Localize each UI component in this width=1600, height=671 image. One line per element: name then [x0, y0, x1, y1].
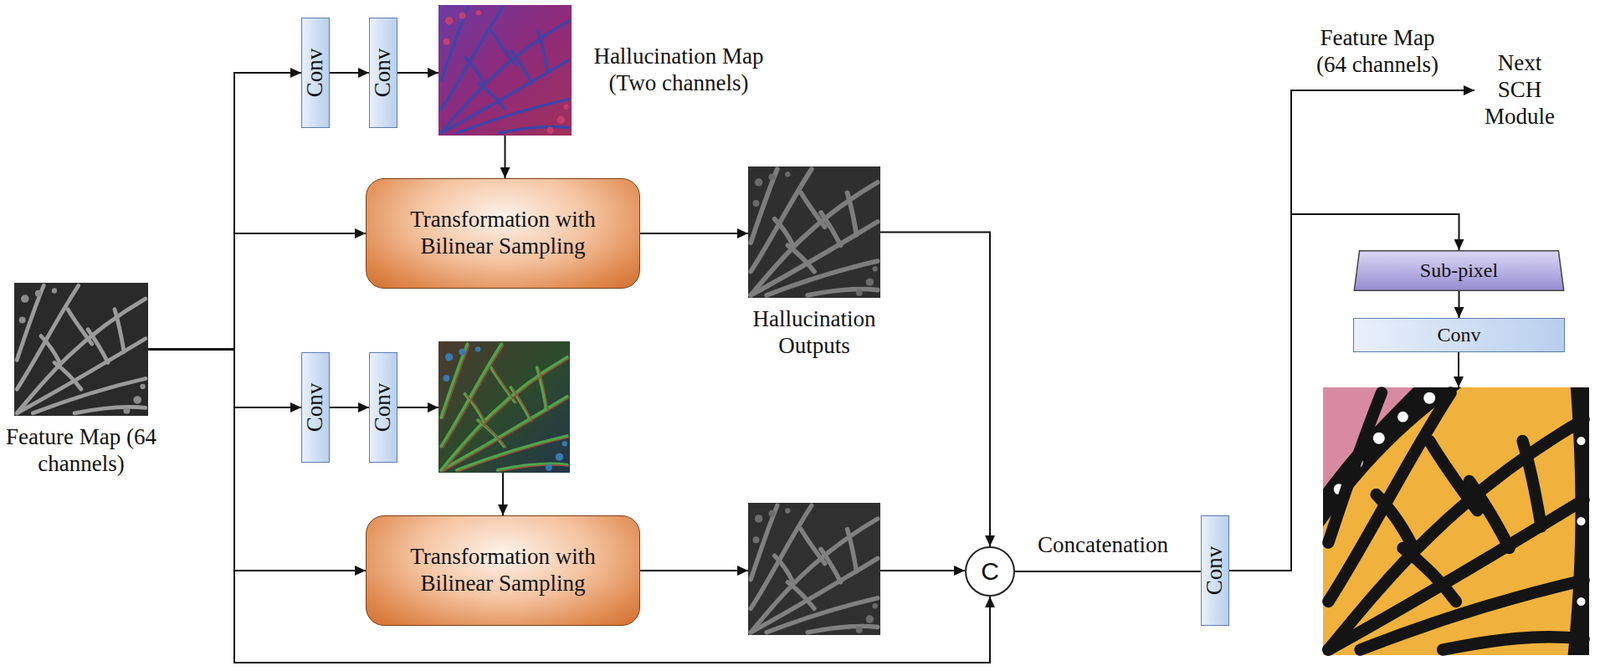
arrow-connector	[148, 349, 302, 409]
arrow-connector	[329, 406, 370, 409]
conv-box: Conv	[369, 17, 398, 129]
concat-circle: C	[964, 546, 1016, 597]
node-text: Conv	[369, 383, 397, 433]
conv-box: Conv	[369, 352, 398, 463]
feature-map-image: Feature Map (64 channels)	[14, 282, 149, 416]
node-text: Transformation with Bilinear Sampling	[382, 206, 624, 261]
arrow-head	[427, 402, 439, 413]
trapezoid-shape	[1353, 251, 1564, 292]
arrow-connector	[880, 232, 990, 548]
feature-map-picture	[14, 282, 149, 416]
arrow-connector	[329, 71, 370, 74]
image-caption: Feature Map (64 channels)	[5, 424, 157, 478]
conv-box: Conv	[1200, 515, 1230, 626]
arrow-connector	[1458, 291, 1461, 318]
arrow-connector	[148, 233, 366, 350]
hallucination-map-picture	[438, 341, 570, 473]
arrow-connector	[148, 72, 302, 350]
butterfly-picture	[1323, 387, 1590, 656]
text-label: Concatenation	[1019, 532, 1187, 559]
hallucination-output-picture	[748, 166, 881, 298]
node-text: C	[980, 558, 1000, 585]
text-label: Next SCH Module	[1477, 50, 1562, 131]
arrow-head	[737, 565, 749, 576]
node-text: Transformation with Bilinear Sampling	[382, 543, 624, 598]
output-wire	[1457, 352, 1460, 388]
arrow-connector	[148, 349, 366, 572]
image-caption: Hallucination Outputs	[738, 306, 890, 360]
image-caption: Hallucination Map (Two channels)	[578, 43, 780, 98]
node-text: Conv	[1436, 323, 1481, 347]
node-text: Sub-pixel	[1420, 258, 1498, 283]
transformation-box: Transformation with Bilinear Sampling	[365, 515, 641, 626]
node-text: Conv	[369, 48, 397, 98]
transformation-box: Transformation with Bilinear Sampling	[365, 178, 641, 289]
conv-box: Conv	[301, 352, 330, 463]
node-text: Conv	[302, 48, 329, 98]
arrow-connector	[504, 135, 507, 179]
node-text: Conv	[1201, 546, 1229, 596]
hallucination-map-image: Hallucination Map (Two channels)	[438, 5, 572, 136]
output-wire	[1291, 90, 1475, 215]
arrow-connector	[640, 232, 749, 235]
conv-box: Conv	[1353, 317, 1565, 353]
node-text: Conv	[302, 383, 329, 433]
hallucination-map-picture	[438, 5, 572, 136]
arrow-connector	[1015, 570, 1201, 573]
subpixel-box: Sub-pixel	[1353, 250, 1565, 292]
hallucination-output-picture	[748, 502, 881, 636]
conv-box: Conv	[301, 17, 330, 129]
arrow-connector	[397, 71, 439, 74]
hallucination-output-image: Hallucination Outputs	[748, 166, 881, 298]
text-label: Feature Map (64 channels)	[1306, 25, 1449, 79]
